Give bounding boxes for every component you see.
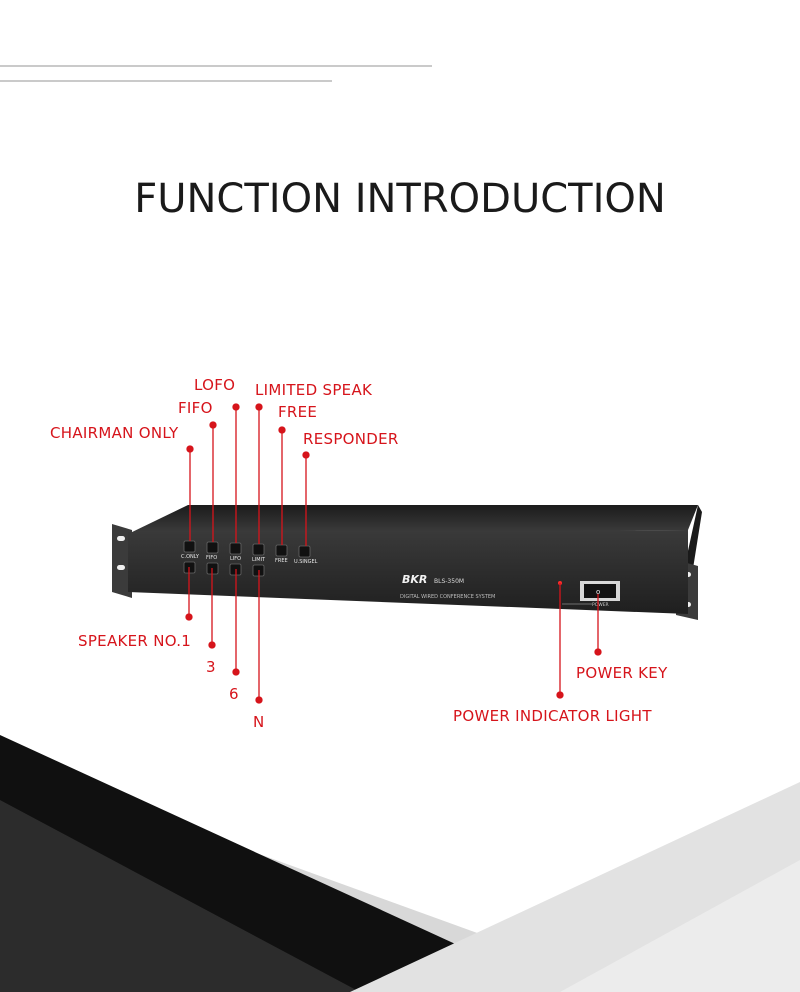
power-key[interactable] <box>584 584 616 598</box>
label-lofo: LOFO <box>194 376 236 394</box>
label-fifo: FIFO <box>178 399 213 417</box>
label-responder: RESPONDER <box>303 430 399 448</box>
dot-fifo <box>209 421 217 429</box>
device-top-lid <box>128 505 698 534</box>
bg-right-shard-2 <box>560 860 800 992</box>
caption-c-only: C.ONLY <box>181 554 200 560</box>
brand-logo: BKR <box>402 573 427 586</box>
dot-free <box>278 426 286 434</box>
caption-fifo: FIFO <box>206 555 217 561</box>
label-power-key: POWER KEY <box>576 664 668 682</box>
left-ear-slot-top <box>117 536 125 541</box>
left-rack-ear <box>112 524 132 598</box>
dot-chairman-only <box>186 445 194 453</box>
device-subtitle: DIGITAL WIRED CONFERENCE SYSTEM <box>400 594 495 600</box>
device-front-panel <box>128 530 688 614</box>
power-caption: POWER <box>592 602 609 608</box>
button-captions: C.ONLY FIFO LIFO LIMIT FREE U.SINGEL <box>181 554 318 565</box>
dot-lofo <box>232 403 240 411</box>
dot-responder <box>302 451 310 459</box>
label-speaker-no1: SPEAKER NO.1 <box>78 632 192 650</box>
dot-n <box>255 696 263 704</box>
dot-power-key <box>594 648 602 656</box>
dot-three <box>208 641 216 649</box>
dot-limited-speak <box>255 403 263 411</box>
label-three: 3 <box>206 658 216 676</box>
bg-mid-shard <box>0 800 360 992</box>
label-free: FREE <box>278 403 318 421</box>
label-limited-speak: LIMITED SPEAK <box>255 381 373 399</box>
caption-u-singel: U.SINGEL <box>294 559 318 565</box>
label-n: N <box>253 713 265 731</box>
label-six: 6 <box>229 685 239 703</box>
dot-power-indicator <box>556 691 564 699</box>
button-u-singel[interactable] <box>298 545 311 558</box>
label-chairman-only: CHAIRMAN ONLY <box>50 424 179 442</box>
caption-lifo: LIFO <box>230 556 241 562</box>
caption-free: FREE <box>275 558 288 564</box>
power-key-glyph: o <box>596 588 600 596</box>
page-title: FUNCTION INTRODUCTION <box>134 176 666 222</box>
dot-speaker-no1 <box>185 613 193 621</box>
model-number: BLS-350M <box>434 578 464 585</box>
caption-limit: LIMIT <box>252 557 266 563</box>
function-buttons-row <box>183 540 311 558</box>
left-ear-slot-bottom <box>117 565 125 570</box>
dot-six <box>232 668 240 676</box>
label-power-indicator: POWER INDICATOR LIGHT <box>453 707 652 725</box>
